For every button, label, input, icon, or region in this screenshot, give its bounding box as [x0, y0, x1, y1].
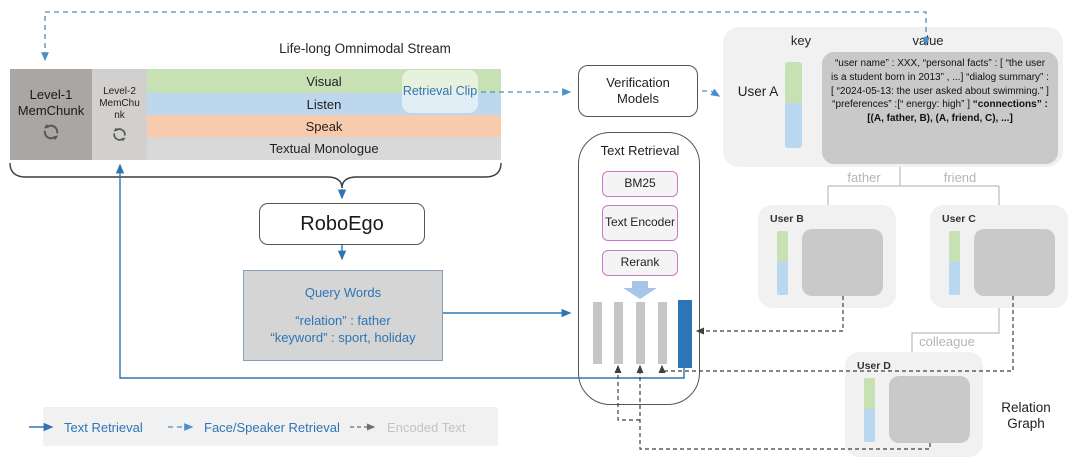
user-b-value-box	[802, 229, 883, 296]
verification-models-box: Verification Models	[578, 65, 698, 117]
query-keyword-line: “keyword” : sport, holiday	[270, 330, 416, 346]
row-label: Speak	[305, 118, 343, 134]
text-retrieval-title: Text Retrieval	[600, 143, 680, 158]
relation-label-father: father	[847, 170, 881, 185]
row-label: Textual Monologue	[269, 141, 379, 156]
user-a-connections-text: “connections” : [(A, father, B), (A, fri…	[867, 99, 1048, 125]
user-d-value-box	[889, 376, 970, 443]
retrieval-clip: Retrieval Clip	[402, 70, 478, 113]
user-a-label: User A	[737, 84, 779, 99]
key-bar-blue	[864, 409, 875, 442]
retrieved-memory-bar	[678, 300, 692, 368]
user-c-label: User C	[942, 213, 976, 225]
legend-box	[43, 407, 498, 446]
level1-memchunk: Level-1 MemChunk	[10, 69, 92, 160]
key-bar-blue	[949, 262, 960, 295]
stream-row-speak: Speak	[147, 115, 501, 137]
module-rerank: Rerank	[602, 250, 678, 276]
query-relation-line: “relation” : father	[295, 313, 391, 328]
query-words-box: Query Words “relation” : father “keyword…	[243, 270, 443, 361]
user-b-label: User B	[770, 213, 804, 225]
key-bar-blue	[785, 103, 802, 148]
row-label: Listen	[306, 96, 342, 112]
user-c-key-bar	[949, 231, 960, 295]
module-text-encoder: Text Encoder	[602, 205, 678, 241]
key-bar-green	[777, 231, 788, 262]
memory-bar	[636, 302, 645, 364]
sync-icon	[43, 124, 59, 141]
stream-title: Life-long Omnimodal Stream	[279, 41, 451, 56]
row-label: Visual	[306, 73, 342, 89]
user-d-label: User D	[857, 360, 891, 372]
arrow-verification-to-usera	[702, 88, 721, 97]
stream-brace	[9, 162, 502, 189]
value-header: value	[912, 33, 944, 48]
roboego-box: RoboEgo	[259, 203, 425, 245]
sync-icon	[113, 127, 126, 142]
user-a-value-text: “user name” : XXX, “personal facts” : [ …	[831, 58, 1049, 111]
memory-bar	[658, 302, 667, 364]
key-bar-green	[949, 231, 960, 262]
down-arrow-icon	[623, 281, 657, 299]
text-retrieval-box: Text Retrieval BM25 Text Encoder Rerank	[578, 132, 700, 405]
stream-row-textual-monologue: Textual Monologue	[147, 137, 501, 160]
user-a-value-box: “user name” : XXX, “personal facts” : [ …	[822, 52, 1058, 164]
user-b-card: User B	[758, 205, 896, 308]
legend-text-retrieval: Text Retrieval	[64, 420, 143, 435]
module-bm25: BM25	[602, 171, 678, 197]
key-header: key	[790, 33, 812, 48]
user-a-key-bar	[785, 62, 802, 148]
legend-face-speaker-retrieval: Face/Speaker Retrieval	[204, 420, 340, 435]
relation-graph-label: Relation Graph	[1001, 400, 1051, 432]
level2-memchunk: Level-2 MemChunk	[92, 69, 147, 160]
memory-bar	[593, 302, 602, 364]
key-bar-blue	[777, 262, 788, 295]
relation-label-friend: friend	[943, 170, 977, 185]
memory-bar	[614, 302, 623, 364]
user-a-panel: key value User A “user name” : XXX, “per…	[723, 27, 1063, 167]
legend-encoded-text: Encoded Text	[387, 420, 466, 435]
user-c-card: User C	[930, 205, 1068, 308]
user-c-value-box	[974, 229, 1055, 296]
user-d-card: User D	[845, 352, 983, 457]
query-words-title: Query Words	[304, 285, 382, 300]
level2-memchunk-label: Level-2 MemChunk	[99, 86, 140, 121]
user-d-key-bar	[864, 378, 875, 442]
level1-memchunk-label: Level-1 MemChunk	[17, 86, 85, 118]
key-bar-green	[864, 378, 875, 409]
relation-label-colleague: colleague	[919, 334, 975, 349]
key-bar-green	[785, 62, 802, 103]
user-b-key-bar	[777, 231, 788, 295]
